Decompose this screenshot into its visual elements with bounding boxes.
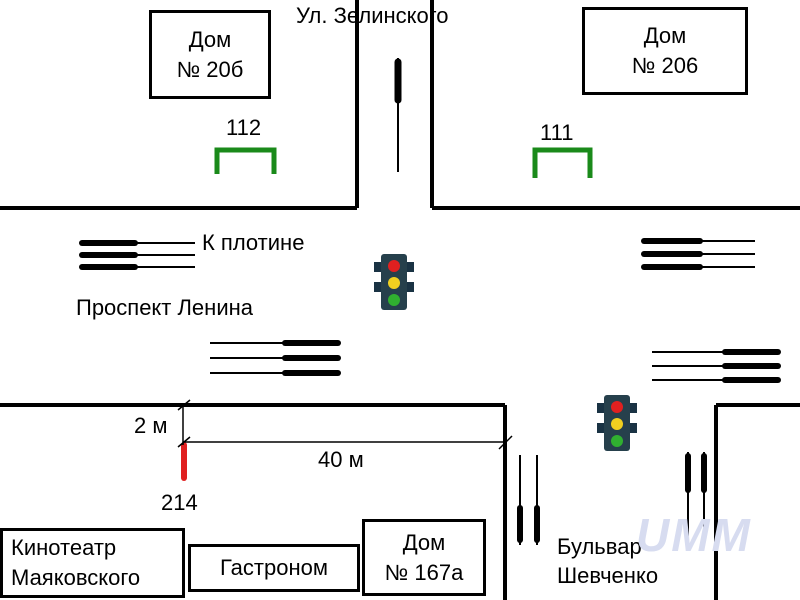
dimension-lines bbox=[177, 399, 513, 450]
boulevard-line1: Бульвар bbox=[557, 534, 642, 559]
building-number: № 20б bbox=[176, 56, 244, 82]
direction-label: К плотине bbox=[202, 230, 305, 255]
building-label: Кинотеатр bbox=[11, 535, 117, 560]
building-house-20b: Дом № 20б bbox=[149, 10, 271, 99]
lanes-right-top bbox=[641, 238, 755, 270]
lanes-boulevard-left bbox=[517, 455, 540, 545]
building-name: Маяковского bbox=[11, 565, 141, 590]
building-house-167a: Дом № 167а bbox=[362, 519, 486, 596]
building-label: Дом bbox=[643, 23, 687, 48]
building-house-206: Дом № 206 bbox=[582, 7, 748, 95]
bus-stop-right bbox=[532, 147, 593, 178]
bus-stop-number-left: 112 bbox=[226, 115, 262, 140]
building-label: Дом bbox=[402, 529, 446, 555]
bus-stop-left bbox=[214, 147, 277, 174]
building-number: № 167а bbox=[384, 559, 464, 585]
dimension-distance: 40 м bbox=[318, 447, 364, 472]
lanes-right-bottom bbox=[652, 349, 781, 383]
lanes-left-top bbox=[79, 240, 195, 270]
boulevard-line2: Шевченко bbox=[557, 563, 659, 588]
boulevard-name: Бульвар Шевченко bbox=[557, 532, 658, 590]
building-name: Гастроном bbox=[220, 555, 328, 580]
avenue-name: Проспект Ленина bbox=[76, 295, 253, 320]
street-name-zelinsky: Ул. Зелинского bbox=[296, 3, 449, 28]
building-grocery: Гастроном bbox=[188, 544, 360, 592]
building-cinema: Кинотеатр Маяковского bbox=[0, 528, 185, 598]
traffic-light-right bbox=[597, 395, 637, 451]
watermark-logo: UMM bbox=[636, 509, 752, 561]
lanes-boulevard-right bbox=[685, 452, 707, 542]
lanes-middle-bottom bbox=[210, 340, 341, 376]
dimension-offset: 2 м bbox=[134, 413, 168, 438]
traffic-light-center bbox=[374, 254, 414, 310]
bus-stop-number-right: 111 bbox=[540, 120, 574, 145]
building-number: № 206 bbox=[631, 53, 699, 78]
building-label: Дом bbox=[188, 26, 232, 52]
stop-marker-number: 214 bbox=[161, 490, 198, 515]
